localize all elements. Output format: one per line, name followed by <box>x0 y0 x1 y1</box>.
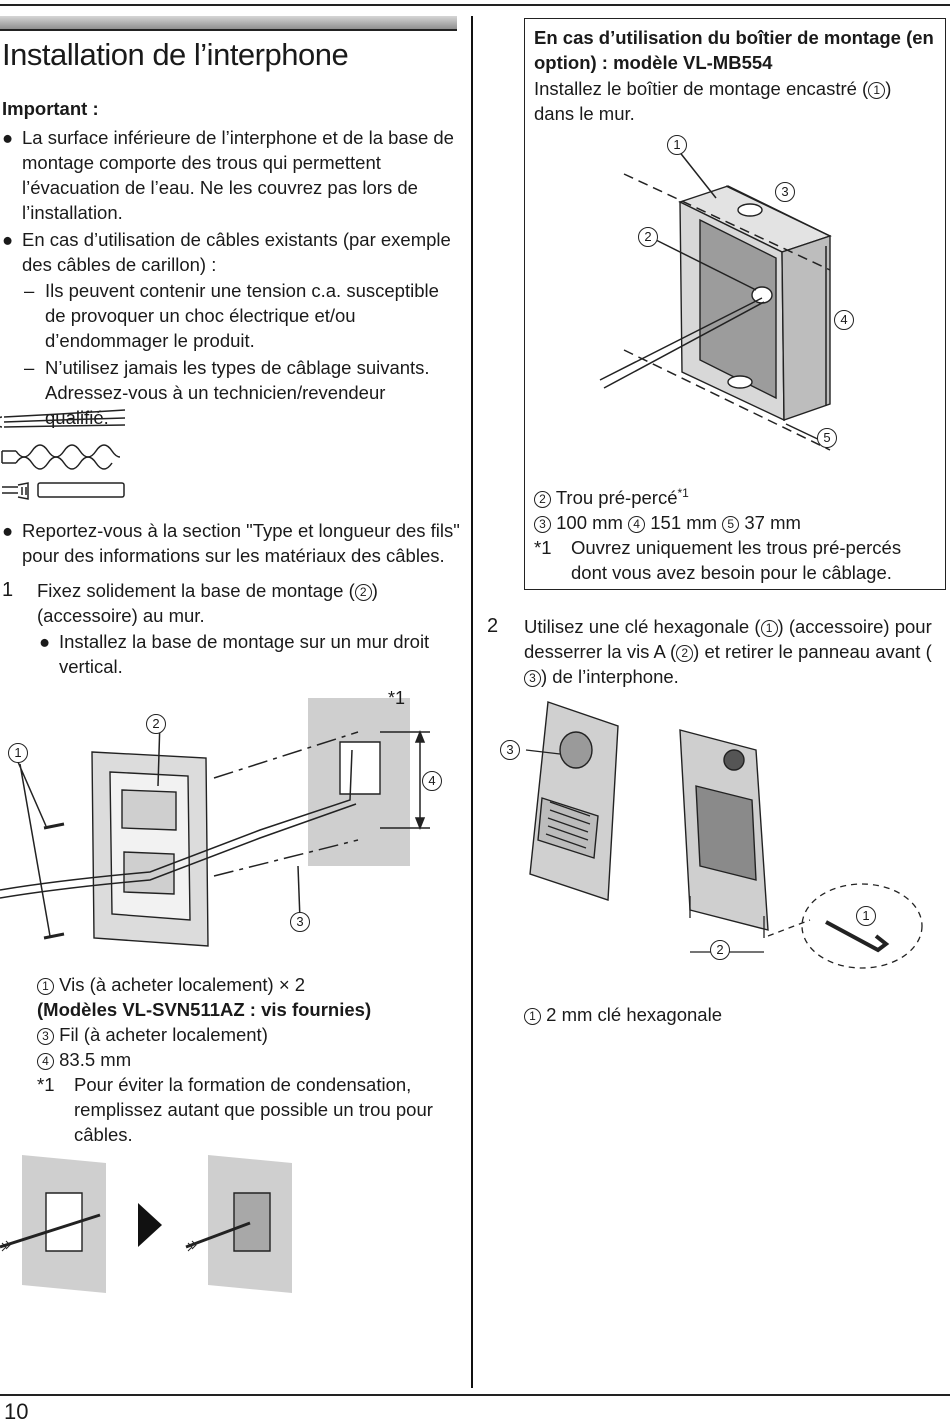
legend-item-4: 4 83.5 mm <box>37 1047 457 1072</box>
callout-1: 1 <box>8 743 28 763</box>
ref-3: 3 <box>524 670 541 687</box>
legend-item-4-text: 83.5 mm <box>59 1049 132 1070</box>
step2-callout-2: 2 <box>710 940 730 960</box>
section-header-line <box>0 29 457 31</box>
optional-box-text-b: ) dans le mur. <box>534 78 892 124</box>
step-1-text: Fixez solidement la base de montage (2) … <box>37 578 457 628</box>
step-1-sub-bullet: ● Installez la base de montage sur un mur… <box>37 629 457 679</box>
ref-4: 4 <box>37 1053 54 1070</box>
box-callout-5: 5 <box>817 428 837 448</box>
callout-3: 3 <box>290 912 310 932</box>
step-2-text-c: ) et retirer le panneau avant ( <box>693 641 932 662</box>
step2-callout-3: 3 <box>500 740 520 760</box>
optional-box-note-text: Ouvrez uniquement les trous pré-percés d… <box>571 537 902 583</box>
step-2-text-a: Utilisez une clé hexagonale ( <box>524 616 761 637</box>
important-dash-1: –Ils peuvent contenir une tension c.a. s… <box>0 278 450 353</box>
dim-4: 151 mm <box>650 512 718 533</box>
section-header-bar <box>0 16 457 30</box>
step-2-text: Utilisez une clé hexagonale (1) (accesso… <box>524 614 944 689</box>
ref-3: 3 <box>534 516 551 533</box>
dash-text: Ils peuvent contenir une tension c.a. su… <box>45 280 439 351</box>
intercom-panel-illustration <box>525 701 923 969</box>
step-1-text-b: ) (accessoire) au mur. <box>37 580 378 626</box>
step-1-number: 1 <box>2 579 14 601</box>
bullet-text: Reportez-vous à la section "Type et long… <box>22 520 460 566</box>
box-callout-1: 1 <box>667 135 687 155</box>
step-2-number: 2 <box>487 615 499 637</box>
flush-mounting-box-illustration <box>599 149 832 451</box>
forbidden-cable-types-icon <box>0 409 126 500</box>
legend-note-mark: *1 <box>37 1074 55 1095</box>
legend-note: *1 Pour éviter la formation de condensati… <box>37 1072 457 1147</box>
step-2-legend: 1 2 mm clé hexagonale <box>524 1002 944 1027</box>
ref-1: 1 <box>868 82 886 99</box>
ref-2: 2 <box>534 491 551 508</box>
condensation-illustration <box>0 1155 292 1293</box>
step-2-legend-text: 2 mm clé hexagonale <box>546 1004 722 1025</box>
legend-item-1: 1 Vis (à acheter localement) × 2 <box>37 972 457 997</box>
step-1-text-a: Fixez solidement la base de montage ( <box>37 580 355 601</box>
mounting-base-illustration <box>0 698 430 947</box>
callout-2: 2 <box>146 714 166 734</box>
step-2-text-d: ) de l’interphone. <box>541 666 679 687</box>
box-callout-4: 4 <box>834 310 854 330</box>
note-mark-star1: *1 <box>388 688 406 708</box>
important-bullet-3: ● Reportez-vous à la section "Type et lon… <box>0 518 470 568</box>
bullet-text: La surface inférieure de l’interphone et… <box>22 127 454 223</box>
page-title: Installation de l’interphone <box>2 37 349 72</box>
legend-item-3: 3 Fil (à acheter localement) <box>37 1022 457 1047</box>
bottom-rule <box>0 1394 950 1396</box>
bullet-icon: ● <box>39 631 51 652</box>
step-1-legend: 1 Vis (à acheter localement) × 2 (Modèle… <box>37 972 457 1147</box>
dim-3: 100 mm <box>556 512 623 533</box>
column-divider <box>471 16 473 1388</box>
optional-box-legend: 2 Trou pré-percé*1 3 100 mm 4 151 mm 5 3… <box>534 485 934 585</box>
dash-icon: – <box>24 357 35 378</box>
ref-4: 4 <box>628 516 646 533</box>
legend-hole-text: Trou pré-percé <box>555 487 678 508</box>
bullet-icon: ● <box>2 127 14 148</box>
optional-box <box>524 18 946 590</box>
legend-hole-mark: *1 <box>677 486 689 500</box>
important-bullet-2: ● En cas d’utilisation de câbles existant… <box>0 227 460 277</box>
optional-box-text: Installez le boîtier de montage encastré… <box>534 76 934 126</box>
optional-box-heading: En cas d’utilisation du boîtier de monta… <box>534 27 934 73</box>
callout-4: 4 <box>422 771 442 791</box>
legend-hole: 2 Trou pré-percé*1 <box>534 485 934 510</box>
step2-callout-1: 1 <box>856 906 876 926</box>
optional-box-note-mark: *1 <box>534 537 552 558</box>
legend-dimensions: 3 100 mm 4 151 mm 5 37 mm <box>534 510 934 535</box>
important-heading: Important : <box>2 98 99 119</box>
bullet-icon: ● <box>2 520 14 541</box>
step-2-text-b: ) (accessoire) pour desserrer la vis A ( <box>524 616 932 662</box>
ref-2: 2 <box>354 584 372 601</box>
dim-5: 37 mm <box>744 512 801 533</box>
optional-box-text-a: Installez le boîtier de montage encastré… <box>534 78 869 99</box>
bullet-text: En cas d’utilisation de câbles existants… <box>22 229 451 275</box>
ref-1: 1 <box>37 978 54 995</box>
legend-item-1-text: Vis (à acheter localement) × 2 <box>59 974 306 995</box>
optional-box-note: *1 Ouvrez uniquement les trous pré-percés… <box>534 535 934 585</box>
box-callout-3: 3 <box>775 182 795 202</box>
page-number: 10 <box>4 1399 29 1421</box>
important-bullet-1: ● La surface inférieure de l’interphone e… <box>0 125 460 225</box>
ref-3: 3 <box>37 1028 54 1045</box>
legend-note-text: Pour éviter la formation de condensation… <box>74 1074 433 1145</box>
bullet-icon: ● <box>2 229 14 250</box>
top-rule <box>0 4 950 6</box>
legend-item-3-text: Fil (à acheter localement) <box>59 1024 268 1045</box>
dash-icon: – <box>24 280 35 301</box>
ref-5: 5 <box>722 516 740 533</box>
box-callout-2: 2 <box>638 227 658 247</box>
ref-1: 1 <box>760 620 778 637</box>
step-1-sub-text: Installez la base de montage sur un mur … <box>59 631 430 677</box>
legend-item-1-models: (Modèles VL-SVN511AZ : vis fournies) <box>37 999 372 1020</box>
ref-1: 1 <box>524 1008 541 1025</box>
ref-2: 2 <box>676 645 694 662</box>
